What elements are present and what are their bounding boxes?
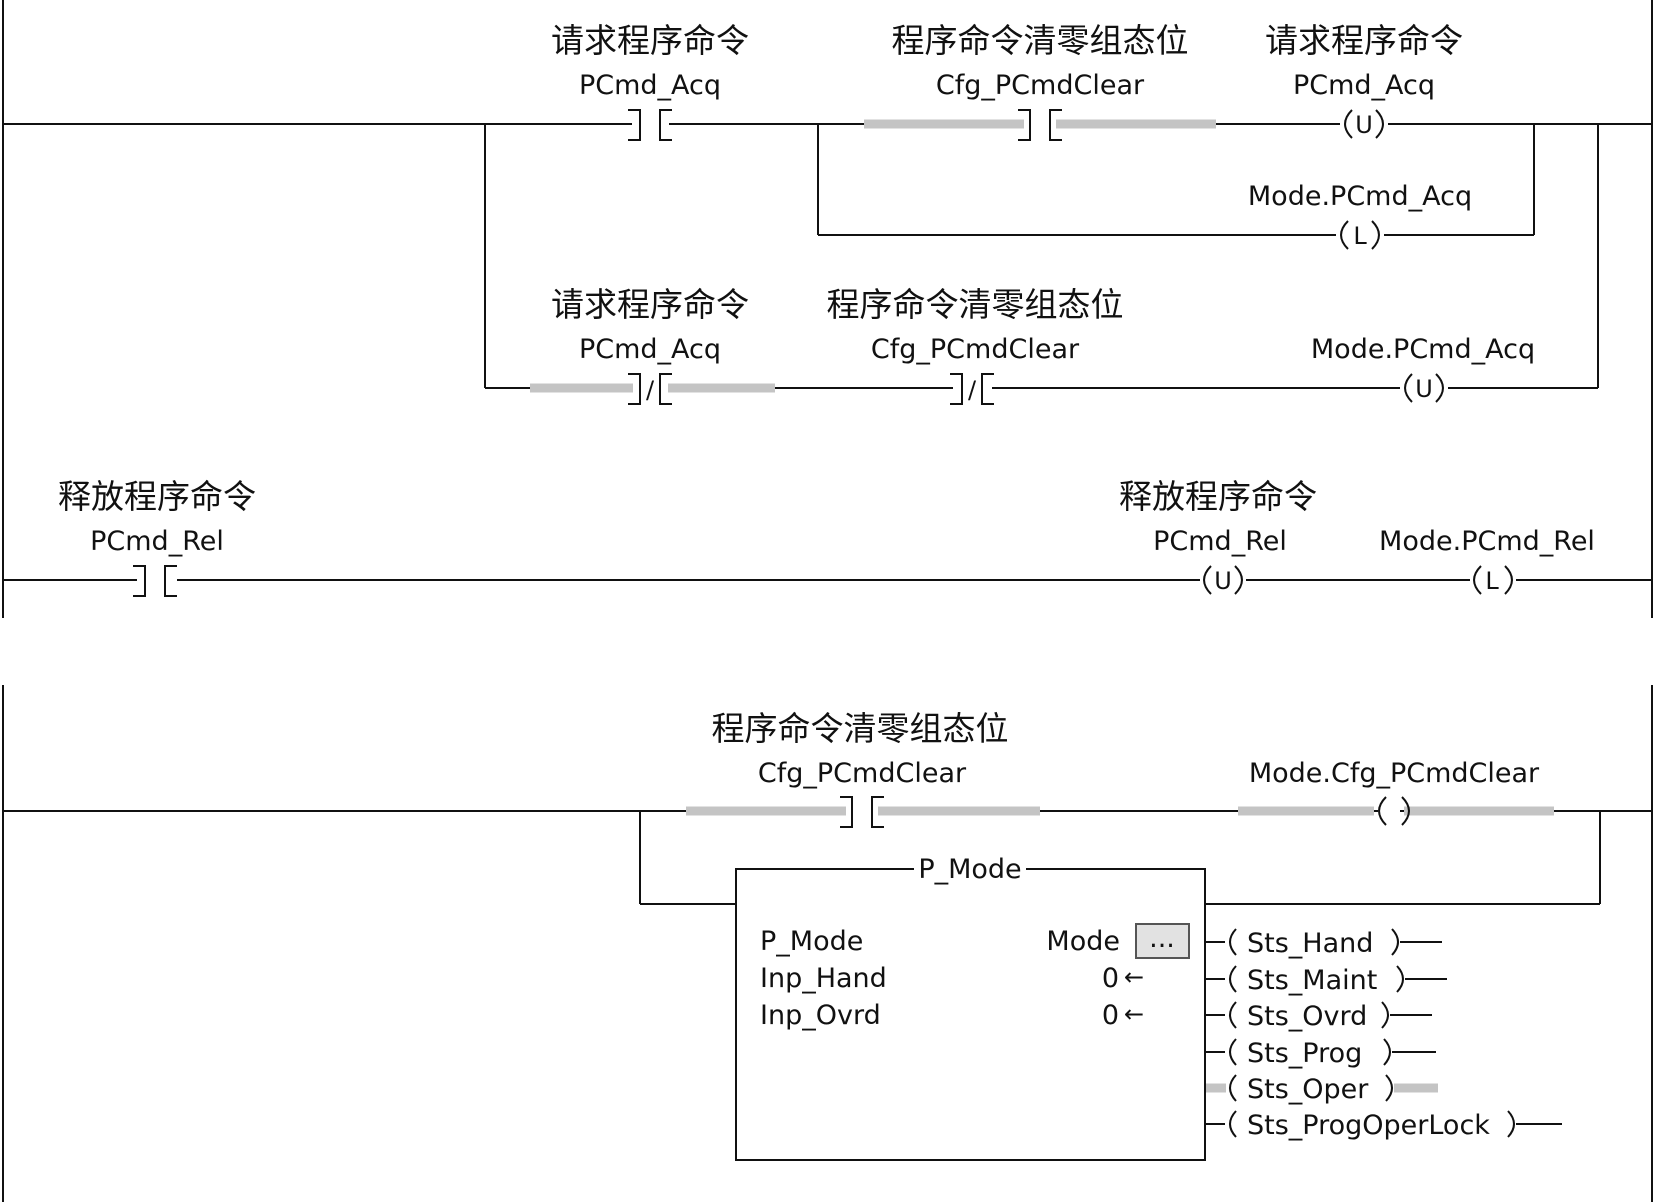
output-tag: Sts_Ovrd (1247, 1001, 1367, 1032)
contact-description: 请求程序命令 (551, 285, 749, 324)
output-tag: Sts_Maint (1247, 965, 1377, 996)
contact-tag: PCmd_Rel (90, 526, 224, 557)
coil-tag: PCmd_Acq (1293, 70, 1435, 101)
coil-tag: Mode.Cfg_PCmdClear (1249, 758, 1540, 789)
output-tag: Sts_Hand (1247, 928, 1373, 959)
contact-description: 程序命令清零组态位 (827, 285, 1124, 324)
coil-type: U (1355, 111, 1373, 139)
coil-tag: Mode.PCmd_Rel (1379, 526, 1595, 557)
contact-description: 释放程序命令 (58, 477, 256, 516)
contact-xio-pcmd-acq[interactable]: 请求程序命令 PCmd_Acq / (530, 285, 775, 405)
contact-description: 请求程序命令 (551, 21, 749, 60)
output-sts-progoperlock[interactable]: Sts_ProgOperLock (1205, 1110, 1562, 1141)
block-row-inp-hand[interactable]: Inp_Hand 0 ← (760, 963, 1144, 994)
coil-type: U (1415, 375, 1433, 403)
rung-1[interactable]: 请求程序命令 PCmd_Acq 程序命令清零组态位 Cfg_PCmdClear … (2, 0, 1653, 618)
contact-tag: PCmd_Acq (579, 334, 721, 365)
coil-otl-mode-pcmd-rel[interactable]: Mode.PCmd_Rel L (1379, 526, 1595, 595)
output-sts-prog[interactable]: Sts_Prog (1205, 1038, 1436, 1069)
parameter-name: P_Mode (760, 926, 863, 957)
coil-tag: Mode.PCmd_Acq (1248, 181, 1472, 212)
rung-3[interactable]: 程序命令清零组态位 Cfg_PCmdClear Mode.Cfg_PCmdCle… (2, 685, 1653, 1202)
parameter-name: Inp_Ovrd (760, 1000, 881, 1031)
output-sts-hand[interactable]: Sts_Hand (1205, 928, 1442, 959)
coil-otu-mode-pcmd-acq[interactable]: Mode.PCmd_Acq U (1311, 334, 1535, 403)
coil-ote-mode-cfg-pcmdclear[interactable]: Mode.Cfg_PCmdClear (1238, 758, 1554, 826)
coil-description: 请求程序命令 (1265, 21, 1463, 60)
parameter-value: Mode (1046, 926, 1120, 957)
output-tag: Sts_Oper (1247, 1074, 1369, 1105)
left-arrow-icon: ← (1124, 1000, 1144, 1028)
left-arrow-icon: ← (1124, 963, 1144, 991)
output-sts-oper[interactable]: Sts_Oper (1206, 1074, 1438, 1105)
coil-otu-pcmd-rel[interactable]: 释放程序命令 PCmd_Rel U (1119, 477, 1317, 595)
contact-xio-cfg-pcmdclear[interactable]: 程序命令清零组态位 Cfg_PCmdClear / (827, 285, 1124, 405)
coil-tag: PCmd_Rel (1153, 526, 1287, 557)
block-row-inp-ovrd[interactable]: Inp_Ovrd 0 ← (760, 1000, 1144, 1031)
contact-description: 程序命令清零组态位 (712, 709, 1009, 748)
function-block-border (735, 868, 1206, 1161)
contact-tag: Cfg_PCmdClear (758, 758, 967, 789)
coil-type: L (1485, 567, 1499, 595)
parameter-value: 0 (1102, 963, 1119, 994)
output-tag: Sts_Prog (1247, 1038, 1362, 1069)
coil-type: L (1353, 222, 1367, 250)
function-block-p-mode[interactable]: P_Mode P_Mode Mode ... Inp_Hand 0 ← Inp_… (735, 854, 1562, 1161)
contact-tag: PCmd_Acq (579, 70, 721, 101)
parameter-name: Inp_Hand (760, 963, 887, 994)
contact-tag: Cfg_PCmdClear (936, 70, 1145, 101)
output-sts-maint[interactable]: Sts_Maint (1205, 965, 1447, 996)
contact-xic-pcmd-acq[interactable]: 请求程序命令 PCmd_Acq (551, 21, 749, 141)
coil-otl-mode-pcmd-acq[interactable]: Mode.PCmd_Acq L (1248, 181, 1472, 250)
coil-tag: Mode.PCmd_Acq (1311, 334, 1535, 365)
rung-2[interactable]: 释放程序命令 PCmd_Rel 释放程序命令 PCmd_Rel U Mode.P… (3, 477, 1652, 597)
block-row-p-mode: P_Mode Mode ... (760, 923, 1190, 959)
coil-description: 释放程序命令 (1119, 477, 1317, 516)
contact-xic-cfg-pcmdclear[interactable]: 程序命令清零组态位 Cfg_PCmdClear (864, 21, 1216, 141)
coil-otu-pcmd-acq[interactable]: 请求程序命令 PCmd_Acq U (1265, 21, 1463, 139)
browse-button[interactable]: ... (1135, 923, 1190, 959)
output-tag: Sts_ProgOperLock (1247, 1110, 1490, 1141)
parameter-value: 0 (1102, 1000, 1119, 1031)
function-block-title: P_Mode (918, 854, 1021, 885)
contact-xic-pcmd-rel[interactable]: 释放程序命令 PCmd_Rel (58, 477, 256, 597)
contact-negation: / (646, 376, 655, 404)
contact-negation: / (968, 376, 977, 404)
contact-tag: Cfg_PCmdClear (871, 334, 1080, 365)
output-sts-ovrd[interactable]: Sts_Ovrd (1205, 1001, 1432, 1032)
contact-description: 程序命令清零组态位 (892, 21, 1189, 60)
coil-type: U (1214, 567, 1232, 595)
contact-xic-cfg-pcmdclear[interactable]: 程序命令清零组态位 Cfg_PCmdClear (686, 709, 1040, 828)
browse-button-label: ... (1149, 923, 1175, 954)
